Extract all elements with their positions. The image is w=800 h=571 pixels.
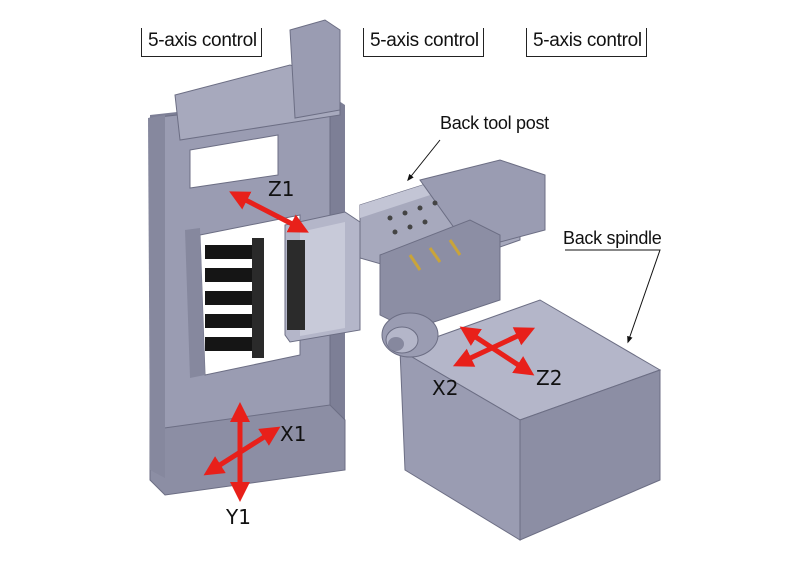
z1-slide-block: [284, 211, 361, 343]
back-spindle-label: Back spindle: [563, 228, 662, 248]
back-tool-post-label: Back tool post: [440, 113, 549, 133]
axis-label-z1: Z1: [268, 177, 295, 201]
axis-label-x1: X1: [280, 422, 307, 446]
control-label-right: 5-axis control: [526, 28, 647, 57]
z2-arrow: [459, 326, 535, 376]
control-label-center: 5-axis control: [363, 28, 484, 57]
axis-arrows: [203, 191, 536, 502]
z1-arrow: [229, 191, 309, 233]
axis-label-x2: X2: [432, 376, 459, 400]
control-label-left: 5-axis control: [141, 28, 262, 57]
back-tool-post: [359, 159, 546, 331]
callout-leaders: [407, 139, 661, 344]
x1-arrow: [203, 426, 281, 476]
axis-label-z2: Z2: [536, 366, 563, 390]
axis-label-y1: Y1: [226, 505, 251, 529]
tool-holders: [205, 238, 264, 358]
